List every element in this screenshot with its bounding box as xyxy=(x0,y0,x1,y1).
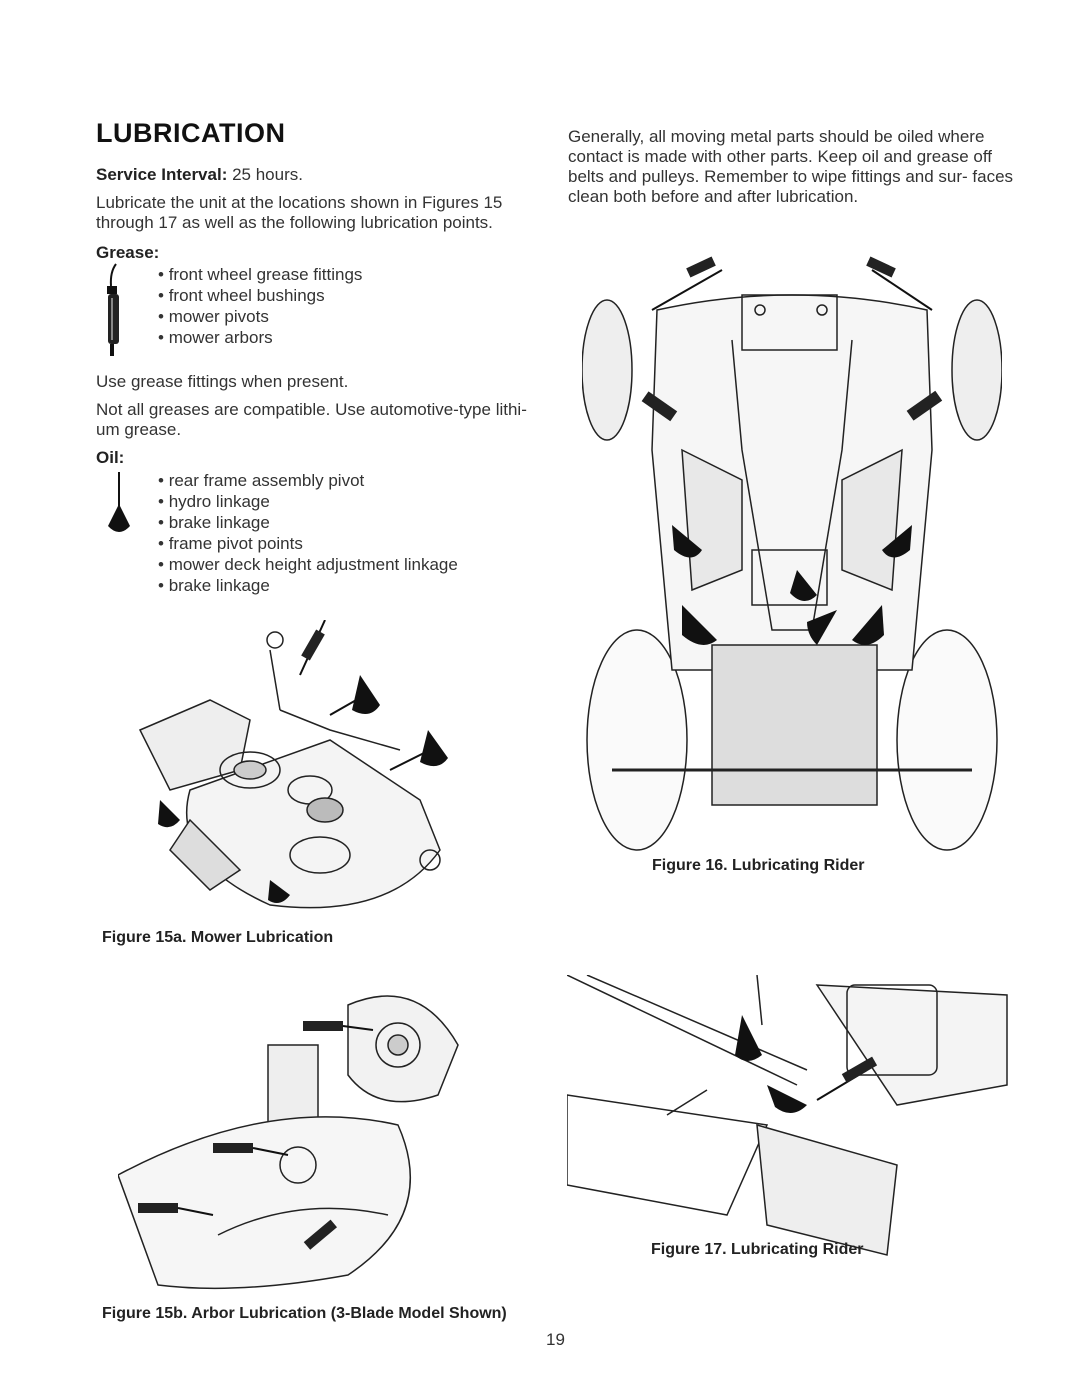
figure-15b-caption: Figure 15b. Arbor Lubrication (3-Blade M… xyxy=(102,1305,507,1322)
service-interval-value: 25 hours. xyxy=(232,165,303,184)
list-item: front wheel bushings xyxy=(158,285,362,306)
list-item: mower arbors xyxy=(158,327,362,348)
oil-can-icon xyxy=(108,472,130,532)
grease-gun-icon xyxy=(107,263,119,356)
figure-15a-caption: Figure 15a. Mower Lubrication xyxy=(102,929,334,946)
oil-heading: Oil: xyxy=(96,448,125,467)
list-item: rear frame assembly pivot xyxy=(158,470,458,491)
rider-underside-illustration xyxy=(582,256,1002,851)
figure-16-caption: Figure 16. Lubricating Rider xyxy=(652,857,865,874)
list-item: frame pivot points xyxy=(158,533,458,554)
page-title: LUBRICATION xyxy=(96,118,286,148)
grease-heading: Grease: xyxy=(96,243,160,262)
arbor-illustration xyxy=(118,995,459,1290)
list-item: front wheel grease fittings xyxy=(158,264,363,285)
list-item: hydro linkage xyxy=(158,491,458,512)
grease-list: front wheel grease fittings front wheel … xyxy=(158,264,363,348)
mower-deck-illustration xyxy=(138,620,448,909)
intro-paragraph: Lubricate the unit at the locations show… xyxy=(96,193,503,232)
list-item: mower pivots xyxy=(158,306,362,327)
list-item: brake linkage xyxy=(158,512,458,533)
list-item: brake linkage xyxy=(158,575,458,596)
oil-list: rear frame assembly pivot hydro linkage … xyxy=(158,470,458,596)
linkage-illustration xyxy=(567,975,1008,1256)
list-item: mower deck height adjustment linkage xyxy=(158,554,458,575)
grease-compatibility-note: Not all greases are compatible. Use auto… xyxy=(96,400,527,439)
service-interval-label: Service Interval: xyxy=(96,165,228,184)
grease-note: Use grease fittings when present. xyxy=(96,372,349,391)
page-number: 19 xyxy=(546,1330,565,1349)
service-interval: Service Interval: 25 hours. xyxy=(96,165,303,185)
general-lubrication-paragraph: Generally, all moving metal parts should… xyxy=(568,127,1014,206)
figure-17-caption: Figure 17. Lubricating Rider xyxy=(651,1241,864,1258)
